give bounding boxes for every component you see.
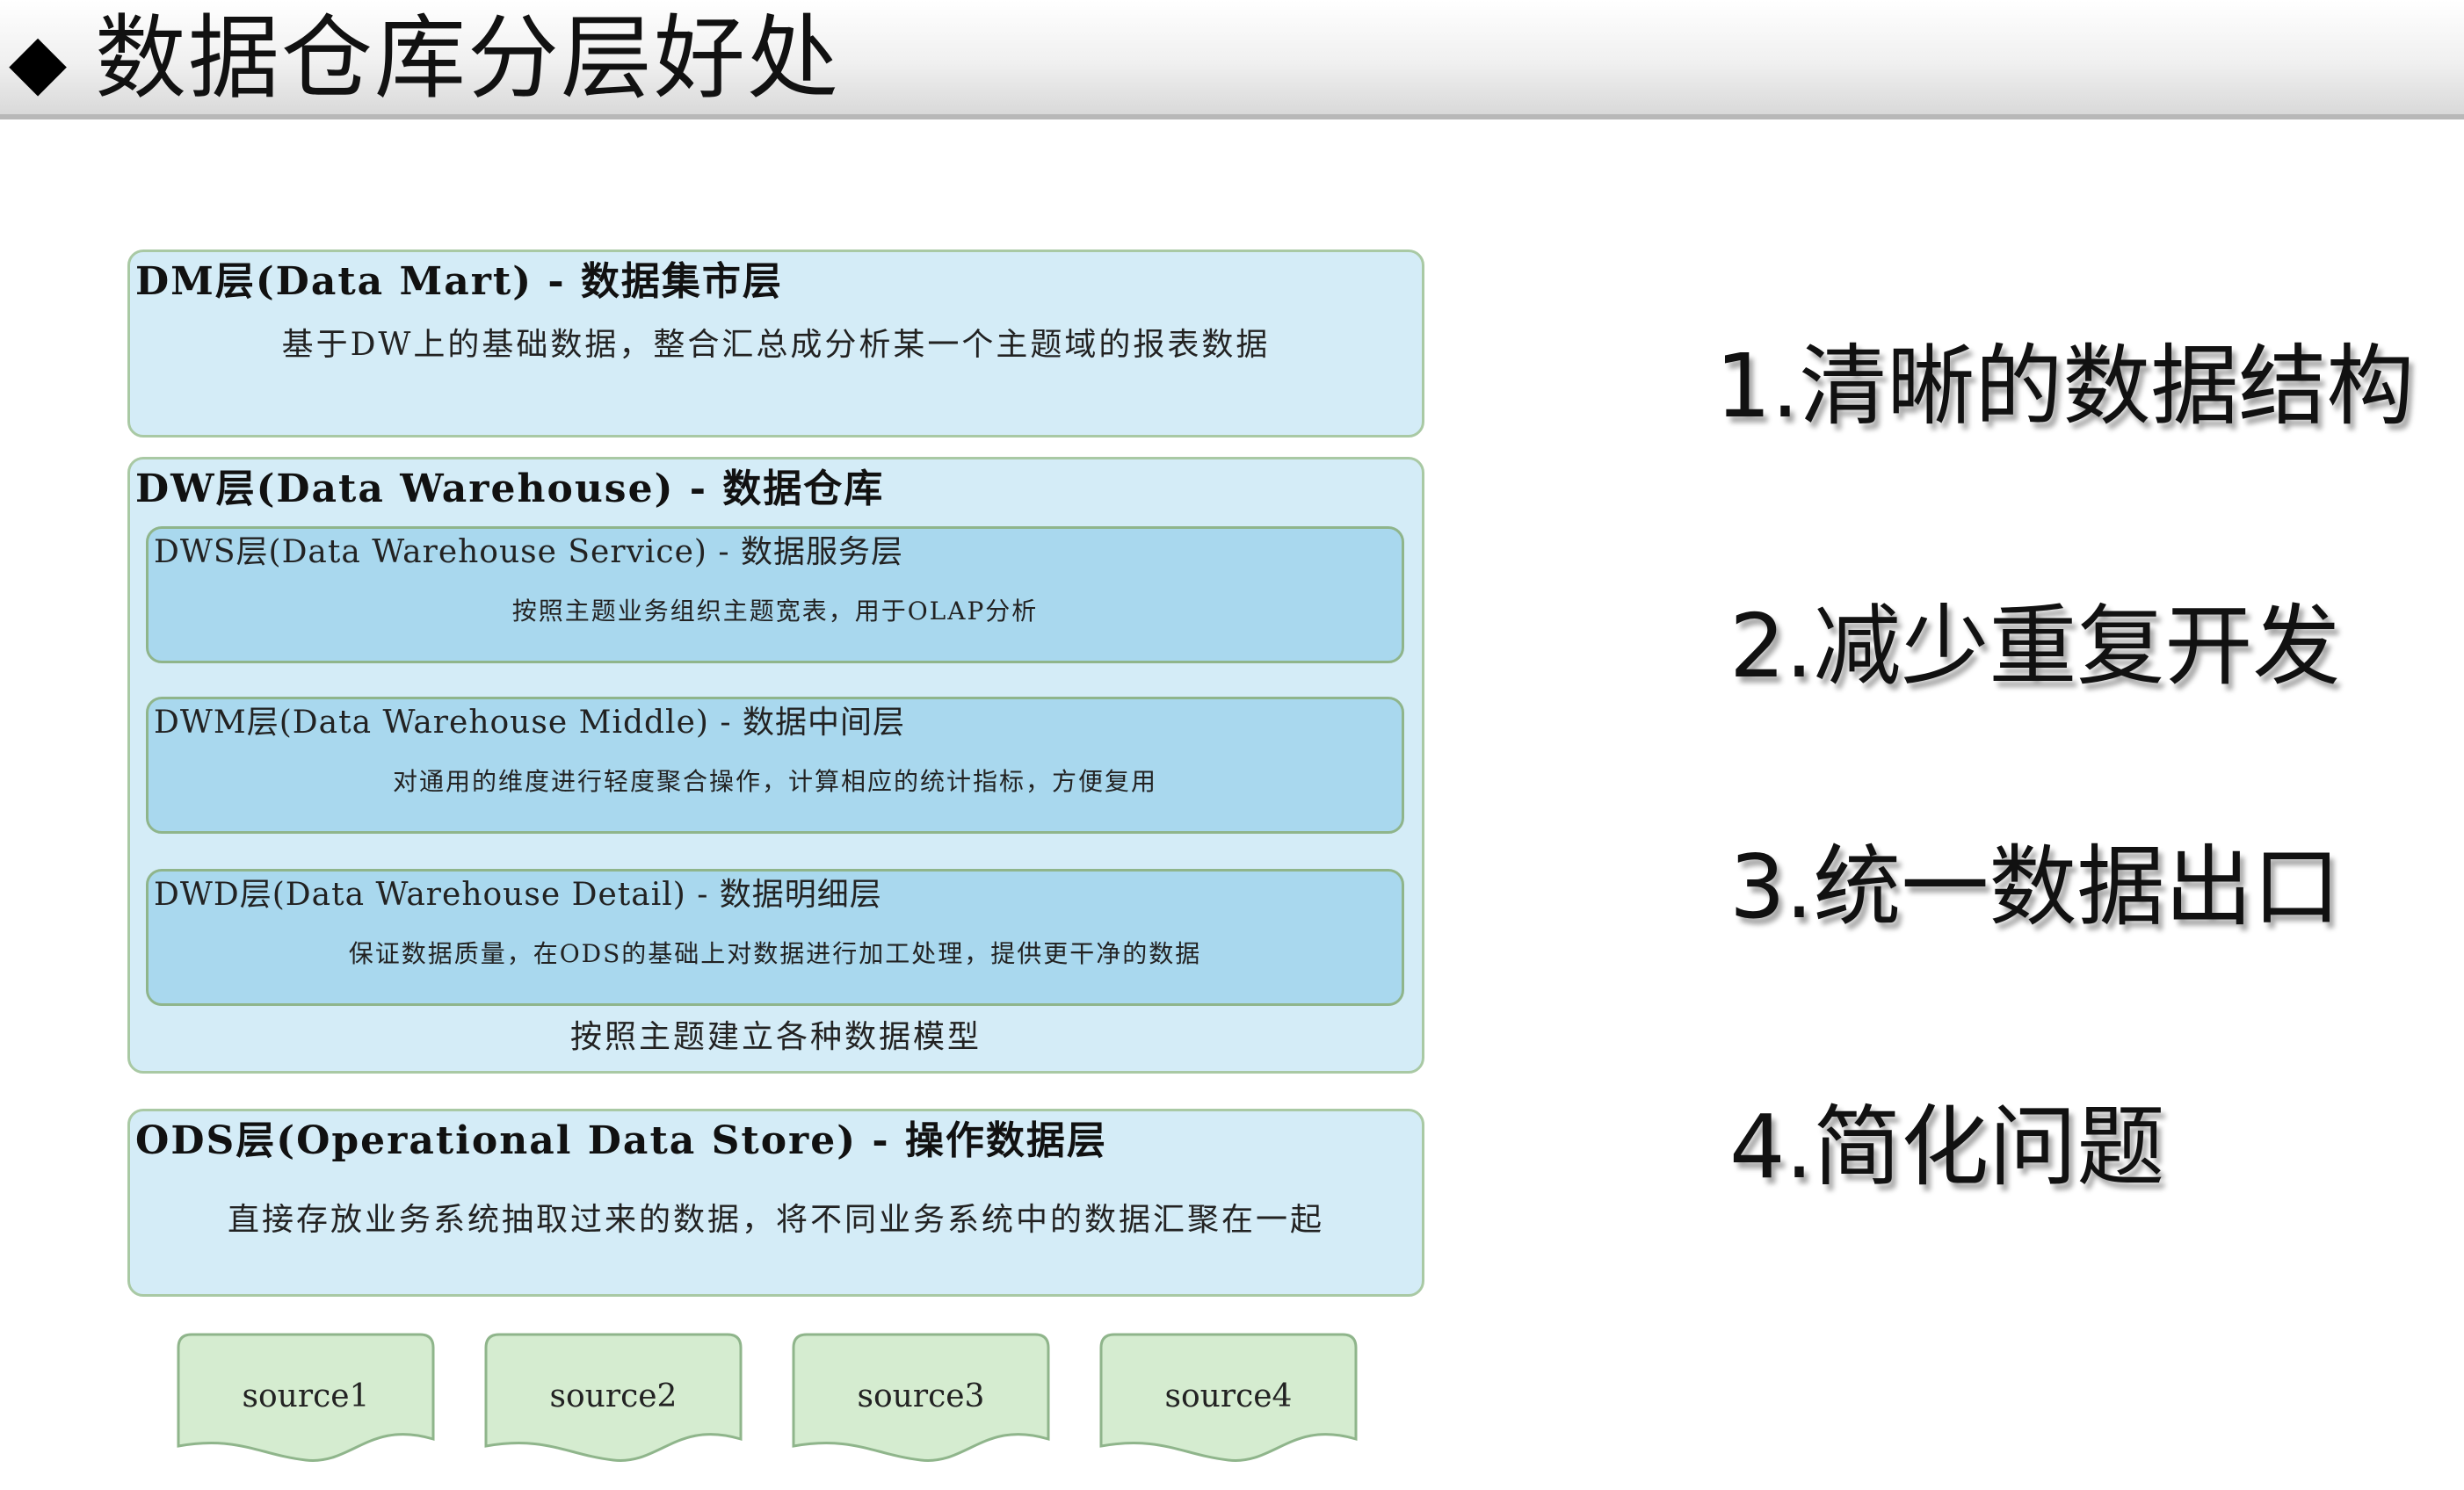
dwd-layer-desc: 保证数据质量，在ODS的基础上对数据进行加工处理，提供更干净的数据: [348, 939, 1202, 968]
dw-layer-title: DW层(Data Warehouse) - 数据仓库: [135, 467, 885, 511]
benefit-item-3: 3.统一数据出口: [1729, 835, 2341, 938]
slide-header: ◆ 数据仓库分层好处: [0, 0, 2464, 119]
benefit-item-2: 2.减少重复开发: [1729, 595, 2341, 698]
dwd-layer-title: DWD层(Data Warehouse Detail) - 数据明细层: [154, 877, 882, 913]
document-shape-icon: [1099, 1333, 1358, 1462]
source-label-3: source3: [857, 1378, 985, 1414]
dws-layer-box: DWS层(Data Warehouse Service) - 数据服务层 按照主…: [146, 526, 1404, 663]
source-label-2: source2: [549, 1378, 678, 1414]
diamond-bullet-icon: ◆: [9, 18, 68, 105]
dw-layer-box: DW层(Data Warehouse) - 数据仓库 DWS层(Data War…: [127, 457, 1424, 1074]
source-document-4: source4: [1098, 1332, 1359, 1464]
document-shape-icon: [484, 1333, 743, 1462]
page-title: 数据仓库分层好处: [95, 4, 841, 112]
ods-layer-box: ODS层(Operational Data Store) - 操作数据层 直接存…: [127, 1109, 1424, 1297]
source-label-4: source4: [1164, 1378, 1293, 1414]
dm-layer-desc: 基于DW上的基础数据，整合汇总成分析某一个主题域的报表数据: [281, 327, 1271, 363]
document-shape-icon: [177, 1333, 435, 1462]
source-document-2: source2: [483, 1332, 743, 1464]
source-document-3: source3: [791, 1332, 1051, 1464]
source-label-1: source1: [242, 1378, 370, 1414]
benefit-item-4: 4.简化问题: [1729, 1096, 2165, 1198]
benefit-item-1: 1.清晰的数据结构: [1715, 335, 2415, 438]
dwm-layer-box: DWM层(Data Warehouse Middle) - 数据中间层 对通用的…: [146, 697, 1404, 834]
dws-layer-title: DWS层(Data Warehouse Service) - 数据服务层: [154, 534, 903, 570]
dm-layer-box: DM层(Data Mart) - 数据集市层 基于DW上的基础数据，整合汇总成分…: [127, 250, 1424, 438]
dws-layer-desc: 按照主题业务组织主题宽表，用于OLAP分析: [511, 597, 1039, 626]
dwm-layer-title: DWM层(Data Warehouse Middle) - 数据中间层: [154, 705, 905, 741]
document-shape-icon: [792, 1333, 1050, 1462]
source-document-1: source1: [176, 1332, 436, 1464]
dw-layer-footer: 按照主题建立各种数据模型: [569, 1019, 982, 1055]
ods-layer-title: ODS层(Operational Data Store) - 操作数据层: [135, 1118, 1107, 1163]
dm-layer-title: DM层(Data Mart) - 数据集市层: [135, 259, 783, 304]
dwd-layer-box: DWD层(Data Warehouse Detail) - 数据明细层 保证数据…: [146, 869, 1404, 1006]
dwm-layer-desc: 对通用的维度进行轻度聚合操作，计算相应的统计指标，方便复用: [392, 767, 1157, 796]
ods-layer-desc: 直接存放业务系统抽取过来的数据，将不同业务系统中的数据汇聚在一起: [227, 1202, 1324, 1238]
